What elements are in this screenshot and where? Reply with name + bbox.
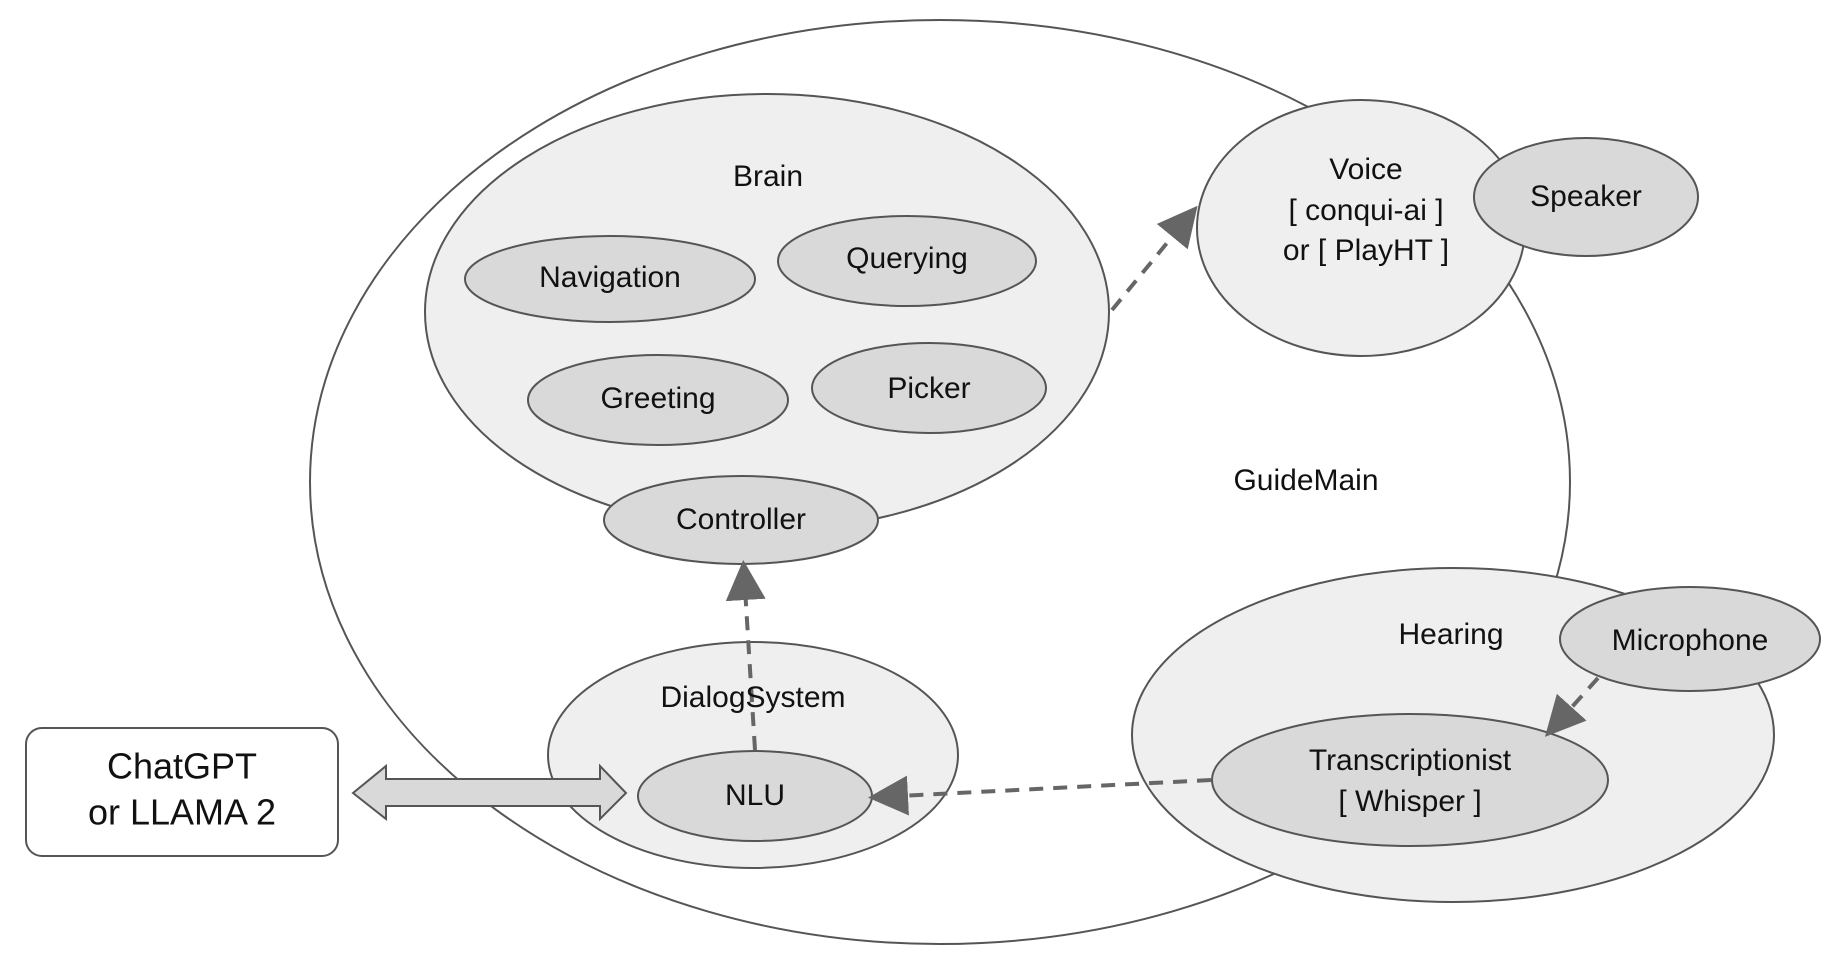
external-llm-label-line2: or LLAMA 2	[88, 792, 276, 833]
transcriptionist-to-nlu-arrow	[868, 775, 1212, 816]
voice-ellipse	[1196, 99, 1526, 357]
nlu-to-controller-arrow	[725, 560, 766, 751]
brain-label: Brain	[733, 160, 803, 193]
greeting-ellipse	[527, 354, 789, 446]
transcriptionist-label-line2: [ Whisper ]	[1338, 785, 1481, 818]
microphone-ellipse	[1559, 586, 1821, 692]
external-llm-box	[25, 727, 339, 857]
transcriptionist-label-line1: Transcriptionist	[1309, 744, 1512, 777]
querying-label: Querying	[846, 242, 968, 275]
voice-label-line3: or [ PlayHT ]	[1283, 234, 1449, 267]
speaker-ellipse	[1473, 137, 1699, 257]
nlu-label: NLU	[725, 779, 785, 812]
navigation-ellipse	[464, 235, 756, 323]
voice-label-line1: Voice	[1329, 153, 1402, 186]
brain-to-voice-arrow	[1110, 205, 1198, 312]
voice-label-line2: [ conqui-ai ]	[1288, 194, 1443, 227]
querying-ellipse	[777, 215, 1037, 307]
navigation-label: Navigation	[539, 261, 681, 294]
controller-label: Controller	[676, 503, 806, 536]
guide-main-label: GuideMain	[1233, 464, 1378, 497]
dialog-system-label: DialogSystem	[660, 681, 845, 714]
picker-label: Picker	[887, 372, 970, 405]
llm-nlu-double-arrow	[351, 763, 628, 822]
microphone-to-transcriptionist-arrow	[1544, 676, 1600, 737]
external-llm-label-line1: ChatGPT	[107, 746, 257, 787]
greeting-label: Greeting	[600, 382, 715, 415]
picker-ellipse	[811, 342, 1047, 434]
speaker-label: Speaker	[1530, 180, 1642, 213]
microphone-label: Microphone	[1612, 624, 1769, 657]
transcriptionist-ellipse	[1211, 713, 1609, 847]
hearing-label: Hearing	[1398, 618, 1503, 651]
